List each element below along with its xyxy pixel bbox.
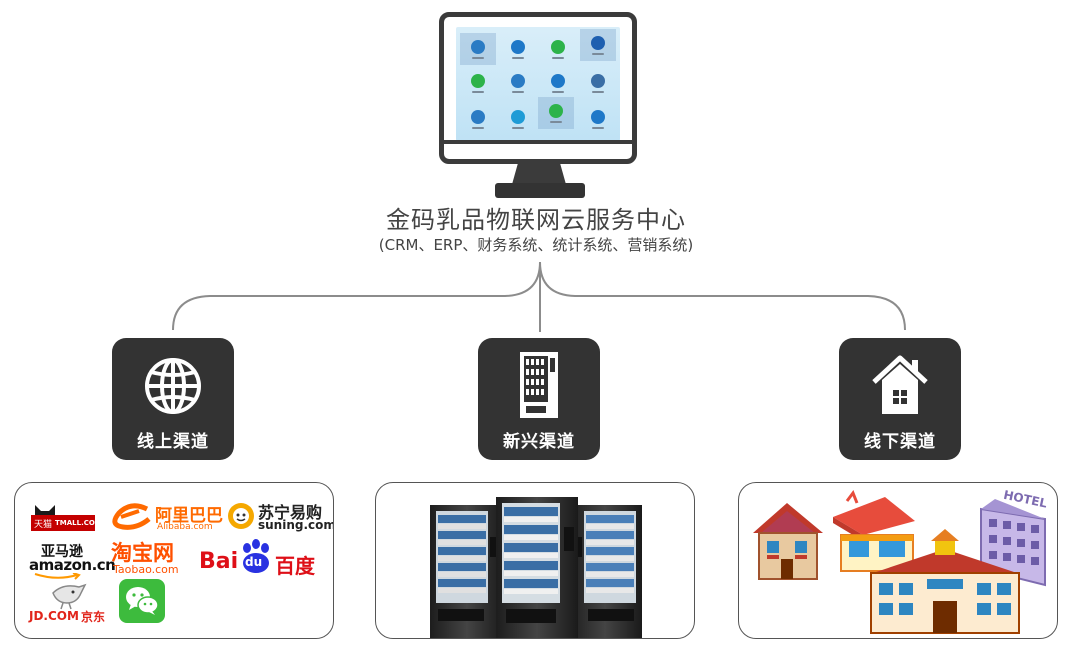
globe-icon (145, 358, 201, 414)
channel-tile-offline: 线下渠道 (839, 338, 961, 460)
monitor-illustration (439, 12, 639, 198)
app-tile (538, 97, 574, 129)
wechat-logo (119, 579, 165, 623)
suning-cn: 苏宁易购 (258, 503, 323, 522)
suning-en: suning.com (258, 518, 334, 532)
offline-stores-box: HOTEL (738, 482, 1058, 639)
vending-machine-left (430, 505, 504, 638)
channel-tile-online: 线上渠道 (112, 338, 234, 460)
jd-logo: JD.COM 京东 (29, 581, 119, 625)
app-tile (540, 67, 576, 99)
tmall-logo: 天猫 TMALL.COM (31, 503, 102, 531)
alibaba-logo: 阿里巴巴 Alibaba.com (109, 501, 223, 533)
monitor-screen (456, 27, 620, 141)
school-building (870, 529, 1020, 634)
alibaba-en: Alibaba.com (157, 522, 213, 532)
baidu-cn: 百度 (275, 554, 315, 578)
app-tile (580, 29, 616, 61)
app-tile (500, 67, 536, 99)
suning-lion-icon (228, 503, 254, 529)
house-icon (872, 355, 928, 414)
app-tile (500, 33, 536, 65)
baidu-en: Bai (199, 549, 239, 574)
channel-tile-emerging: 新兴渠道 (478, 338, 600, 460)
baidu-logo: Bai du 百度 (199, 539, 317, 578)
jd-en: JD.COM (29, 609, 79, 623)
channel-label: 线下渠道 (864, 432, 936, 452)
monitor-chin (444, 140, 634, 144)
jd-cn: 京东 (81, 610, 106, 624)
suning-logo: 苏宁易购 suning.com (227, 499, 333, 533)
app-tile (460, 103, 496, 135)
baidu-paw-icon (243, 539, 269, 573)
vending-machine-center (496, 497, 578, 638)
taobao-en: Taobao.com (113, 563, 179, 576)
app-tile (540, 33, 576, 65)
tmall-cn: 天猫 (34, 520, 53, 530)
buildings-illustration: HOTEL (753, 489, 1049, 634)
shop-building (833, 489, 915, 572)
alibaba-cn: 阿里巴巴 (155, 506, 223, 526)
channel-label: 线上渠道 (137, 432, 209, 452)
channel-label: 新兴渠道 (503, 432, 575, 452)
amazon-logo: 亚马逊 amazon.cn (29, 541, 121, 580)
center-subtitle: (CRM、ERP、财务系统、统计系统、营销系统) (378, 236, 694, 254)
amazon-cn: 亚马逊 (41, 544, 83, 560)
vending-machines-illustration (430, 497, 642, 638)
baidu-du: du (245, 555, 263, 569)
amazon-smile-icon (34, 573, 81, 580)
tmall-cat-icon (31, 505, 95, 531)
amazon-en: amazon.cn (29, 556, 116, 574)
jd-dog-icon (52, 583, 87, 610)
app-tile (580, 103, 616, 135)
vending-machines-box (375, 482, 695, 639)
app-tile (500, 103, 536, 135)
wechat-icon (119, 579, 165, 623)
center-title: 金码乳品物联网云服务中心 (386, 206, 686, 234)
online-platforms-box: 天猫 TMALL.COM 阿里巴巴 Alibaba.com 苏宁易购 sunin… (14, 482, 334, 639)
taobao-logo: 淘宝网 Taobao.com (111, 537, 201, 577)
monitor-base (495, 183, 585, 198)
house-building (753, 503, 823, 580)
vending-machine-icon (520, 352, 558, 418)
taobao-cn: 淘宝网 (111, 541, 174, 565)
vending-machine-right (568, 505, 642, 638)
alibaba-e-icon (112, 503, 151, 530)
app-tile (580, 67, 616, 99)
app-tile (460, 33, 496, 65)
tmall-en: TMALL.COM (55, 519, 102, 527)
app-tile (460, 67, 496, 99)
